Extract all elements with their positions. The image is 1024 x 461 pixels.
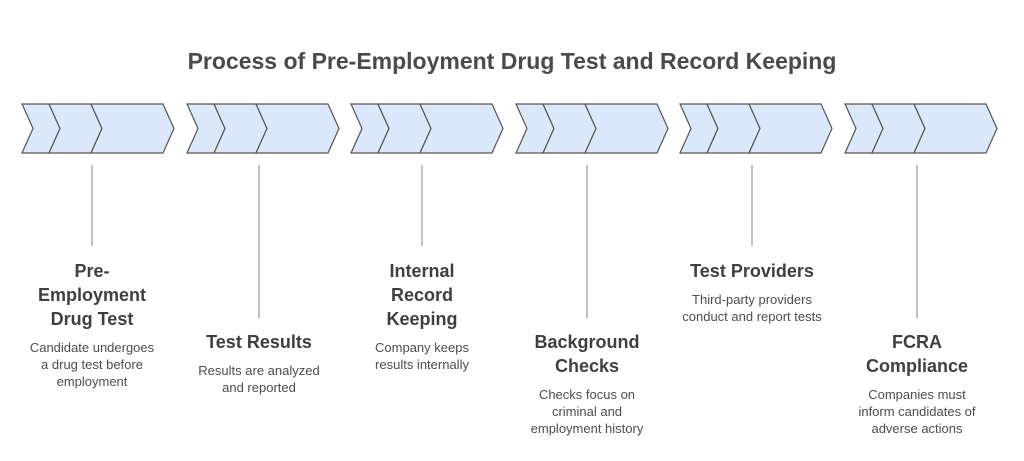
step-description: Company keeps results internally (375, 340, 469, 372)
step-heading: Internal Record Keeping (386, 261, 458, 329)
step-description: Third-party providers conduct and report… (682, 292, 822, 324)
step-heading: Pre-Employment Drug Test (37, 261, 147, 329)
chevron-6-3 (913, 103, 998, 154)
step-heading: Background Checks (534, 332, 640, 376)
step-heading: Test Providers (690, 261, 814, 281)
diagram-title: Process of Pre-Employment Drug Test and … (187, 48, 837, 74)
chevron-group-2 (186, 103, 340, 154)
chevron-4-3 (584, 103, 669, 154)
chevron-group-4 (515, 103, 669, 154)
chevron-group-1 (21, 103, 175, 154)
chevron-group-6 (844, 103, 998, 154)
step-heading: FCRA Compliance (865, 332, 969, 376)
chevron-group-5 (679, 103, 833, 154)
step-description: Checks focus on criminal and employment … (530, 387, 644, 436)
step-heading: Test Results (206, 332, 312, 352)
chevron-group-3 (350, 103, 504, 154)
chevron-5-3 (748, 103, 833, 154)
chevron-2-3 (255, 103, 340, 154)
chevron-3-3 (419, 103, 504, 154)
chevron-1-3 (90, 103, 175, 154)
step-description: Companies must inform candidates of adve… (858, 387, 976, 436)
step-description: Candidate undergoes a drug test before e… (29, 340, 155, 389)
step-description: Results are analyzed and reported (198, 363, 320, 395)
